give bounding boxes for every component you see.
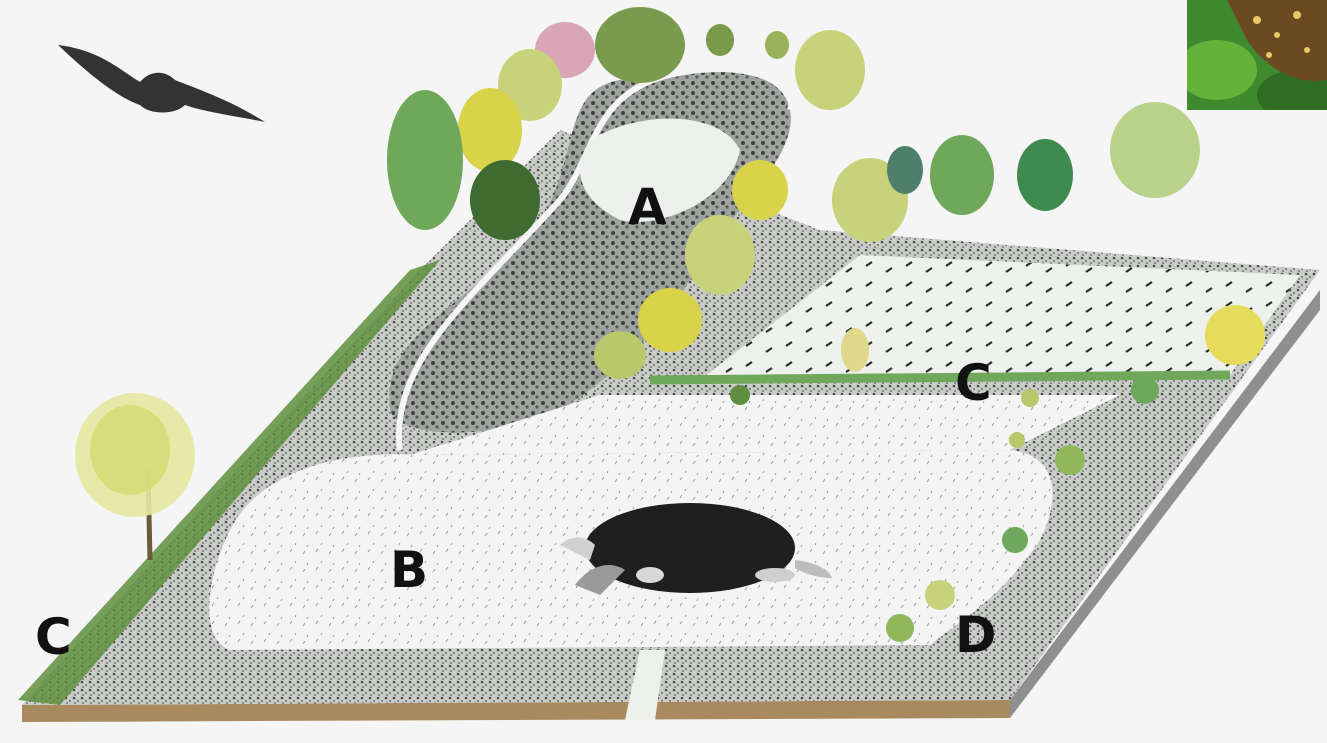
zone-d-label: D [955,610,997,660]
zone-c-right-label: C [955,358,992,408]
butterfly-photo-image [1187,0,1327,110]
zone-b-label: B [390,545,428,595]
zone-a-label: A [628,182,667,232]
bat-illustration [58,45,265,122]
butterfly-photo [1187,0,1327,110]
zone-c-left-label: C [35,612,72,662]
